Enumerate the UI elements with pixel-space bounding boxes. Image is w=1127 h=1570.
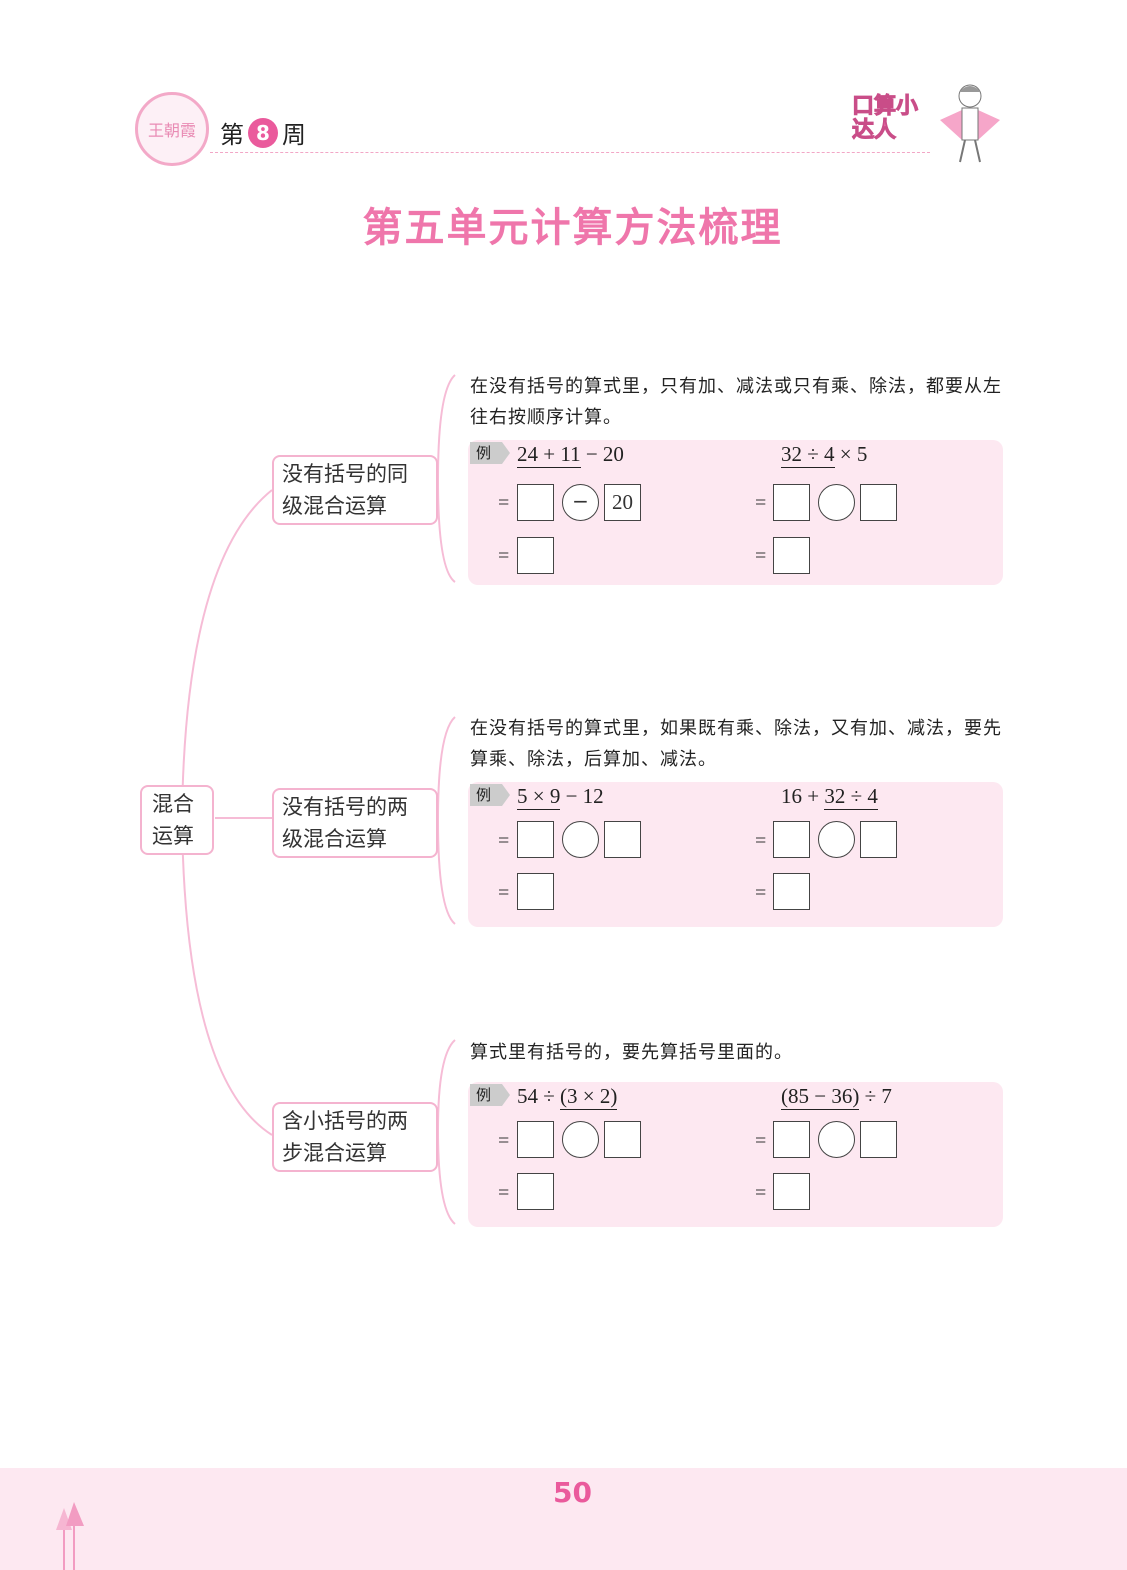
rule-text: 在没有括号的算式里，只有加、减法或只有乘、除法，都要从左往右按顺序计算。 [470, 376, 1002, 428]
expression-right: 32 ÷ 4 × 5 [781, 442, 868, 468]
equals-sign: = [498, 1182, 510, 1204]
equals-sign: = [755, 882, 767, 904]
week-suffix: 周 [282, 121, 306, 149]
operator-circle[interactable]: − [562, 484, 599, 521]
answer-box[interactable] [517, 873, 554, 910]
publisher-logo: 王朝霞 [135, 92, 209, 166]
week-label: 第 8 周 [220, 115, 306, 150]
example-box: 例 54 ÷ (3 × 2) = = (85 − 36) ÷ 7 = = [468, 1082, 1003, 1227]
answer-box[interactable] [517, 1173, 554, 1210]
example-tag: 例 [470, 784, 510, 806]
answer-box[interactable]: 20 [604, 484, 641, 521]
answer-box[interactable] [517, 1121, 554, 1158]
answer-box[interactable] [517, 821, 554, 858]
equals-sign: = [755, 492, 767, 514]
example-tag: 例 [470, 442, 510, 464]
answer-box[interactable] [517, 537, 554, 574]
arrow-decoration-icon [56, 1502, 84, 1570]
page-number: 50 [553, 1476, 592, 1509]
operator-circle[interactable] [818, 484, 855, 521]
expression-right: 16 + 32 ÷ 4 [781, 784, 878, 810]
equals-sign: = [755, 1182, 767, 1204]
root-label: 混合运算 [152, 792, 194, 848]
footer-band [0, 1468, 1127, 1570]
answer-box[interactable] [773, 537, 810, 574]
example-tag: 例 [470, 1084, 510, 1106]
answer-box[interactable] [604, 1121, 641, 1158]
rule-text: 在没有括号的算式里，如果既有乘、除法，又有加、减法，要先算乘、除法，后算加、减法… [470, 718, 1002, 770]
example-box: 例 5 × 9 − 12 = = 16 + 32 ÷ 4 = = [468, 782, 1003, 927]
header-divider [210, 152, 930, 153]
brand-logo: 口算小达人 [852, 94, 919, 143]
operator-circle[interactable] [818, 1121, 855, 1158]
answer-box[interactable] [773, 1173, 810, 1210]
equals-sign: = [498, 545, 510, 567]
expression-left: 54 ÷ (3 × 2) [517, 1084, 618, 1110]
answer-box[interactable] [860, 1121, 897, 1158]
answer-box[interactable] [773, 821, 810, 858]
equals-sign: = [498, 1130, 510, 1152]
week-number-badge: 8 [248, 117, 278, 148]
equals-sign: = [498, 882, 510, 904]
example-box: 例 24 + 11 − 20 = − 20 = 32 ÷ 4 × 5 = = [468, 440, 1003, 585]
page-title: 第五单元计算方法梳理 [362, 205, 783, 251]
root-node: 混合运算 [140, 785, 214, 855]
answer-box[interactable] [517, 484, 554, 521]
equals-sign: = [755, 830, 767, 852]
operator-circle[interactable] [562, 821, 599, 858]
rule-text: 算式里有括号的，要先算括号里面的。 [470, 1042, 793, 1063]
answer-box[interactable] [604, 821, 641, 858]
branch-node-two-level: 没有括号的两级混合运算 [272, 788, 438, 858]
expression-right: (85 − 36) ÷ 7 [781, 1084, 892, 1110]
answer-box[interactable] [773, 873, 810, 910]
equals-sign: = [755, 545, 767, 567]
answer-box[interactable] [773, 484, 810, 521]
expression-left: 5 × 9 − 12 [517, 784, 604, 810]
week-prefix: 第 [220, 121, 244, 149]
operator-circle[interactable] [818, 821, 855, 858]
cartoon-character-icon [940, 84, 1000, 163]
branch-node-parentheses: 含小括号的两步混合运算 [272, 1102, 438, 1172]
answer-box[interactable] [860, 484, 897, 521]
equals-sign: = [755, 1130, 767, 1152]
equals-sign: = [498, 492, 510, 514]
equals-sign: = [498, 830, 510, 852]
operator-circle[interactable] [562, 1121, 599, 1158]
branch-node-same-level: 没有括号的同级混合运算 [272, 455, 438, 525]
expression-left: 24 + 11 − 20 [517, 442, 624, 468]
answer-box[interactable] [773, 1121, 810, 1158]
answer-box[interactable] [860, 821, 897, 858]
